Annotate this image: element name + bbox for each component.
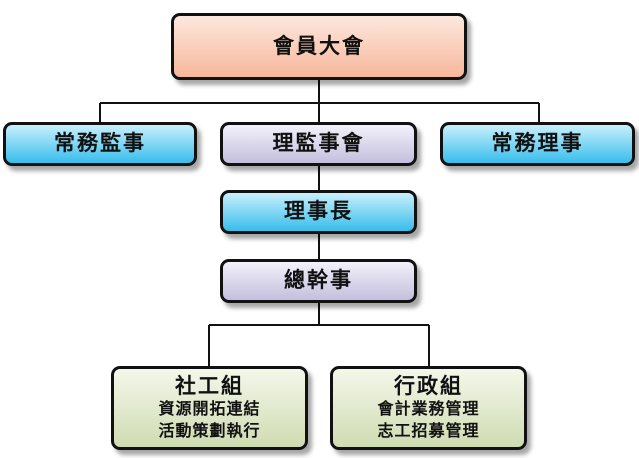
- node-executive-director: 常務理事: [440, 122, 635, 166]
- node-member-assembly-title: 會員大會: [273, 33, 365, 58]
- node-board-of-directors: 理監事會: [220, 122, 417, 166]
- node-secretary-general-title: 總幹事: [284, 268, 353, 293]
- node-social-work-group: 社工組 資源開拓連結 活動策劃執行: [111, 366, 308, 450]
- node-social-work-group-line-1: 資源開拓連結: [158, 398, 261, 418]
- node-administration-group-line-2: 志工招募管理: [377, 420, 480, 440]
- node-member-assembly: 會員大會: [171, 13, 467, 80]
- node-administration-group: 行政組 會計業務管理 志工招募管理: [330, 366, 527, 450]
- node-secretary-general: 總幹事: [220, 259, 417, 303]
- node-board-of-directors-title: 理監事會: [272, 131, 365, 156]
- node-administration-group-title: 行政組: [394, 373, 463, 398]
- node-social-work-group-title: 社工組: [175, 373, 244, 398]
- node-executive-director-title: 常務理事: [491, 131, 584, 156]
- node-executive-supervisor: 常務監事: [3, 122, 197, 166]
- node-social-work-group-line-2: 活動策劃執行: [158, 420, 261, 440]
- node-chairman: 理事長: [220, 190, 417, 234]
- node-administration-group-line-1: 會計業務管理: [377, 398, 480, 418]
- node-chairman-title: 理事長: [284, 199, 353, 224]
- node-executive-supervisor-title: 常務監事: [54, 131, 146, 156]
